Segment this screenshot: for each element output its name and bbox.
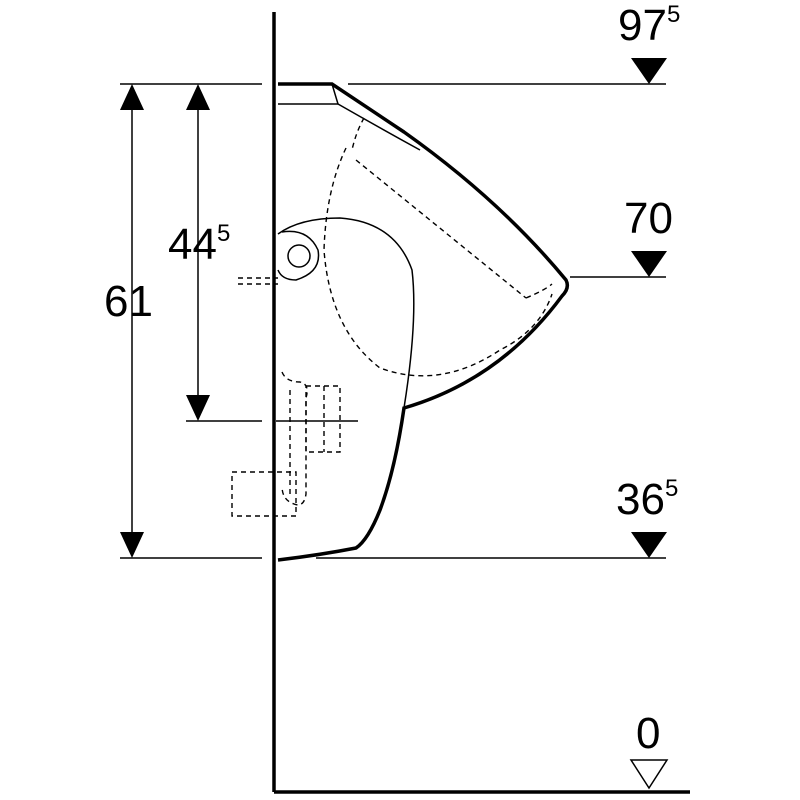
dimension-overall: 61 [104,84,153,558]
urinal-hidden-lines [231,117,553,517]
inlet-hole-icon [287,244,311,268]
level-marker-floor: 0 [629,709,669,790]
level-label-mid: 70 [624,194,673,243]
dimension-inlet-label: 445 [168,220,230,269]
level-marker-top: 975 [618,1,680,84]
level-marker-mid: 70 [624,194,673,277]
dimension-inlet: 445 [168,84,230,421]
level-label-top: 975 [618,1,680,50]
level-marker-low: 365 [616,475,678,558]
level-label-floor: 0 [636,709,660,758]
dimension-overall-label: 61 [104,277,153,326]
level-label-low: 365 [616,475,678,524]
urinal-outline [277,82,570,562]
